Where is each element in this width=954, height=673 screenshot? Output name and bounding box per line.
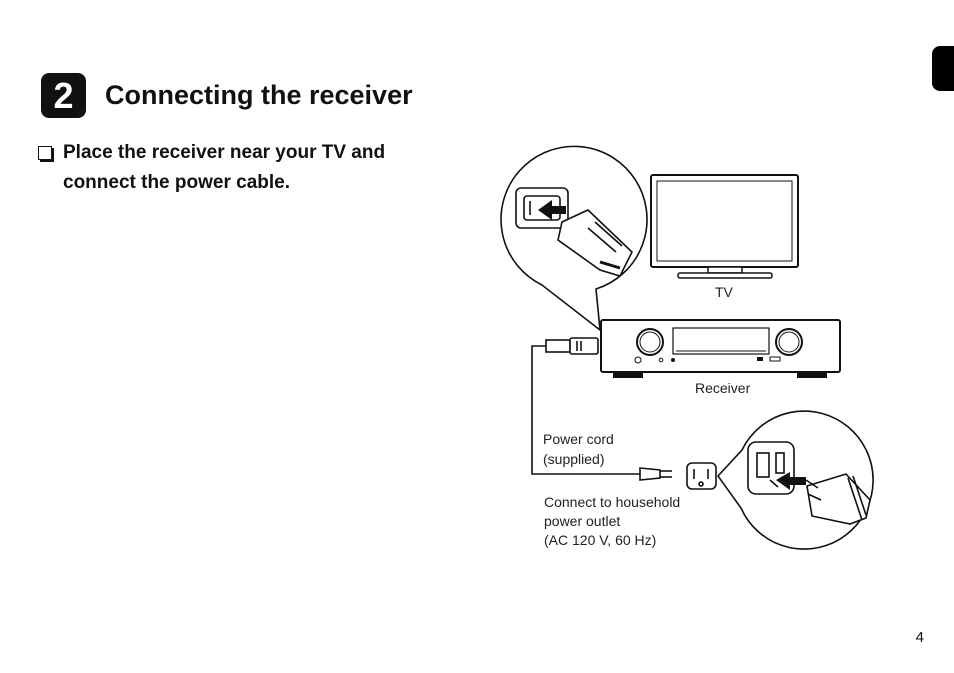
ac-inlet-zoom-callout: [500, 145, 648, 332]
tv-illustration: [650, 174, 799, 279]
tv-label: TV: [715, 284, 733, 300]
power-cord-label-line1: Power cord: [543, 431, 614, 447]
page-title: Connecting the receiver: [105, 80, 413, 110]
power-cord-label-line2: (supplied): [543, 451, 605, 467]
step-number-badge: 2: [41, 73, 86, 118]
outlet-label-line2: power outlet: [544, 513, 621, 529]
section-tab-marker: [932, 46, 954, 91]
outlet-label-line1: Connect to household: [544, 494, 681, 510]
insert-arrow-icon: [538, 200, 566, 220]
page-number: 4: [915, 629, 924, 646]
instruction-heading: Place the receiver near your TV and conn…: [63, 142, 386, 193]
receiver-illustration: [600, 319, 841, 378]
power-cord: [531, 337, 672, 481]
wall-outlet: [686, 462, 717, 490]
outlet-label-line3: (AC 120 V, 60 Hz): [544, 532, 657, 548]
receiver-label: Receiver: [695, 380, 751, 396]
insert-arrow-icon: [776, 472, 806, 490]
checkbox-icon: [38, 146, 52, 160]
